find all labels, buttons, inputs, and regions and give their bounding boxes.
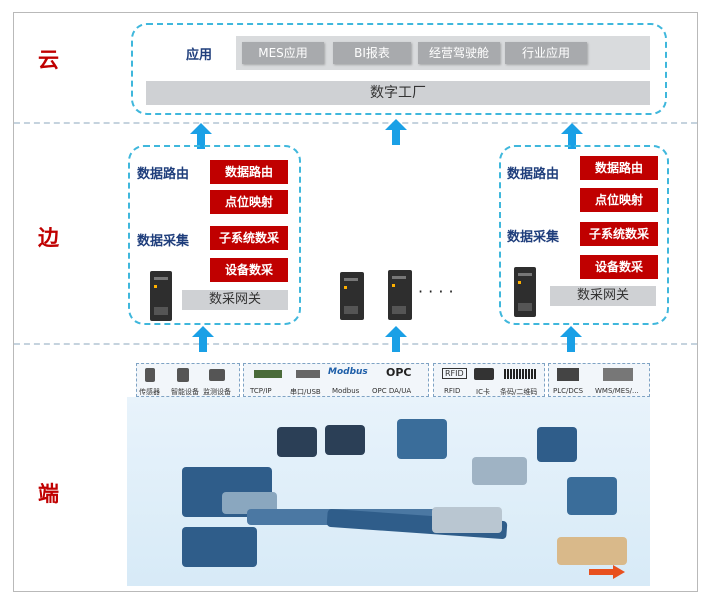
pallet-stack-icon — [557, 537, 627, 565]
more-gateways-ellipsis: · · · · — [418, 282, 454, 301]
arrow-right-icon — [589, 565, 625, 579]
edge-left-btn-device: 设备数采 — [210, 258, 288, 282]
device-label-tcpip: TCP/IP — [250, 387, 272, 395]
app-cockpit: 经营驾驶舱 — [418, 42, 500, 64]
edge-left-btn-subsystem: 子系统数采 — [210, 226, 288, 250]
monitor-device-icon — [209, 369, 225, 381]
device-label-smart: 智能设备 — [171, 388, 199, 396]
edge-left-btn-mapping: 点位映射 — [210, 190, 288, 214]
device-label-serial: 串口/USB — [290, 388, 321, 396]
arrow-up-icon — [385, 326, 407, 352]
edge-left-gateway-label: 数采网关 — [182, 290, 288, 310]
rfid-logo: RFID — [442, 368, 467, 379]
edge-right-btn-subsystem: 子系统数采 — [580, 222, 658, 246]
edge-left-btn-routing: 数据路由 — [210, 160, 288, 184]
modbus-logo: Modbus — [328, 367, 368, 377]
cloud-edge-separator — [14, 122, 697, 124]
factory-illustration — [127, 397, 650, 586]
arrow-up-icon — [561, 123, 583, 149]
device-group-systems: PLC/DCS WMS/MES/... — [548, 363, 650, 397]
edge-right-btn-mapping: 点位映射 — [580, 188, 658, 212]
control-console-icon — [325, 425, 365, 455]
control-console-icon — [277, 427, 317, 457]
edge-left-routing-label: 数据路由 — [137, 167, 190, 182]
machine-icon — [537, 427, 577, 462]
usb-cable-icon — [296, 370, 320, 378]
edge-left-collect-label: 数据采集 — [137, 234, 190, 249]
edge-right-container — [499, 145, 669, 325]
gateway-device-icon — [150, 271, 172, 321]
tier-label-cloud: 云 — [38, 48, 59, 72]
arrow-up-icon — [560, 326, 582, 352]
circuit-board-icon — [254, 370, 282, 378]
device-label-ic: IC卡 — [476, 388, 490, 396]
machine-icon — [222, 492, 277, 514]
device-group-sensors: 传感器 智能设备 监测设备 — [136, 363, 240, 397]
edge-right-btn-device: 设备数采 — [580, 255, 658, 279]
tier-label-end: 端 — [38, 482, 59, 506]
machine-icon — [567, 477, 617, 515]
cloud-container — [131, 23, 667, 115]
gateway-device-icon — [514, 267, 536, 317]
plc-icon — [557, 368, 579, 381]
app-label: 应用 — [186, 48, 213, 63]
tier-label-edge: 边 — [38, 226, 59, 250]
device-label-wms: WMS/MES/... — [595, 387, 639, 395]
workbench-icon — [472, 457, 527, 485]
server-icon — [603, 368, 633, 381]
barcode-icon — [504, 369, 536, 379]
edge-right-btn-routing: 数据路由 — [580, 156, 658, 180]
edge-end-separator — [14, 343, 697, 345]
arrow-up-icon — [385, 119, 407, 145]
machine-icon — [182, 527, 257, 567]
edge-left-container — [128, 145, 301, 325]
app-bi: BI报表 — [333, 42, 411, 64]
gateway-device-icon — [340, 272, 364, 320]
edge-right-collect-label: 数据采集 — [507, 230, 560, 245]
device-label-opc: OPC DA/UA — [372, 387, 412, 395]
device-label-sensor: 传感器 — [139, 388, 160, 396]
device-label-rfid: RFID — [444, 387, 461, 395]
device-label-plc: PLC/DCS — [553, 387, 584, 395]
device-label-barcode: 条码/二维码 — [500, 388, 538, 396]
forklift-icon — [432, 507, 502, 533]
opc-logo: OPC — [386, 366, 412, 379]
ic-card-icon — [474, 368, 494, 380]
device-label-modbus: Modbus — [332, 387, 360, 395]
edge-right-gateway-label: 数采网关 — [550, 286, 656, 306]
edge-right-routing-label: 数据路由 — [507, 167, 560, 182]
app-mes: MES应用 — [242, 42, 324, 64]
sensor-icon — [145, 368, 155, 382]
app-industry: 行业应用 — [505, 42, 587, 64]
machine-icon — [397, 419, 447, 459]
diagram-frame — [13, 12, 698, 592]
arrow-up-icon — [192, 326, 214, 352]
device-label-monitor: 监测设备 — [203, 388, 231, 396]
smart-device-icon — [177, 368, 189, 382]
device-group-protocols: Modbus OPC TCP/IP 串口/USB Modbus OPC DA/U… — [243, 363, 429, 397]
arrow-up-icon — [190, 123, 212, 149]
gateway-device-icon — [388, 270, 412, 320]
device-group-identification: RFID RFID IC卡 条码/二维码 — [433, 363, 545, 397]
digital-factory-bar: 数字工厂 — [146, 81, 650, 105]
